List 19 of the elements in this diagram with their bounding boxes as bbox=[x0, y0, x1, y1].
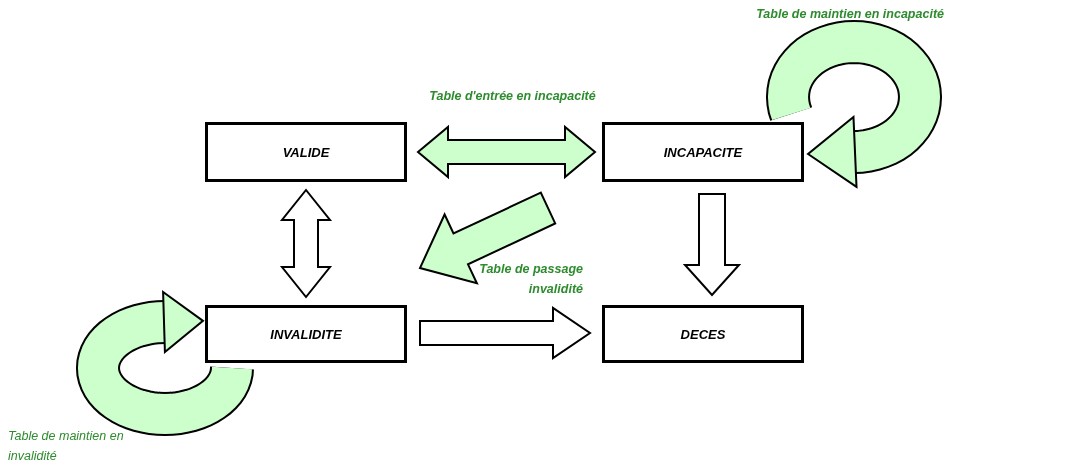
state-box bbox=[602, 305, 804, 363]
block-arrow bbox=[419, 306, 592, 360]
edge-label: Table d'entrée en incapacité bbox=[428, 88, 597, 105]
curved-block-arrow bbox=[75, 291, 254, 436]
state-label: DECES bbox=[680, 326, 726, 342]
state-label: INVALIDITE bbox=[270, 326, 342, 342]
state-label: INCAPACITE bbox=[663, 144, 743, 160]
edge-label: Table de maintien en incapacité bbox=[755, 6, 944, 23]
block-arrow bbox=[682, 193, 742, 297]
edge-label: Table de passage invalidité bbox=[478, 261, 583, 298]
edge-label: Table de maintien en invalidité bbox=[8, 428, 125, 465]
block-arrow bbox=[279, 188, 333, 299]
state-box bbox=[205, 305, 407, 363]
block-arrow bbox=[418, 191, 557, 285]
state-box bbox=[602, 122, 804, 182]
curved-block-arrow bbox=[765, 20, 943, 188]
block-arrow bbox=[416, 124, 597, 180]
state-box bbox=[205, 122, 407, 182]
state-label: VALIDE bbox=[282, 144, 330, 160]
